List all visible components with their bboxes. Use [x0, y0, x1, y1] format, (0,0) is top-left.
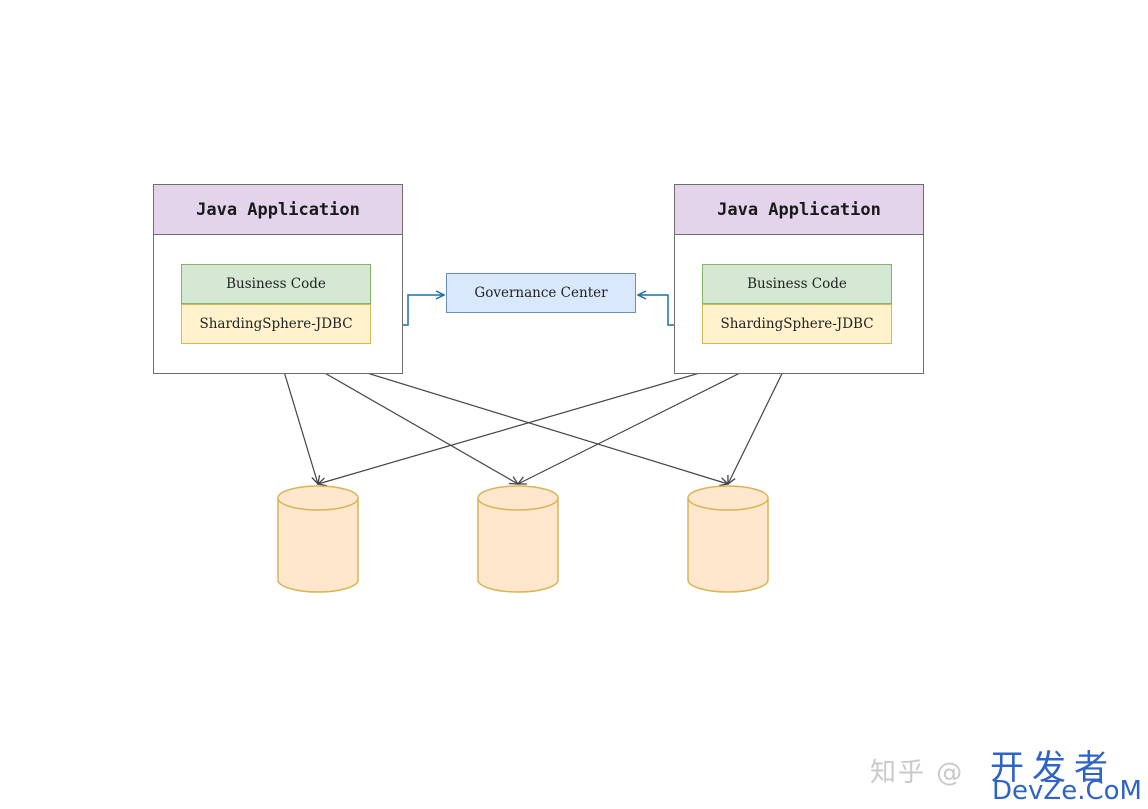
- java-application-box-1: Java Application Business Code ShardingS…: [153, 184, 403, 374]
- devze-watermark-en: DevZe.CoM: [992, 776, 1142, 806]
- java-application-title: Java Application: [675, 185, 923, 235]
- governance-center: Governance Center: [446, 273, 636, 313]
- database-icon: [687, 485, 769, 593]
- zhihu-watermark: 知乎 @: [870, 758, 965, 788]
- shardingsphere-jdbc-layer: ShardingSphere-JDBC: [181, 304, 371, 344]
- java-application-title: Java Application: [154, 185, 402, 235]
- database-icon: [277, 485, 359, 593]
- business-code-layer: Business Code: [702, 264, 892, 304]
- java-application-box-2: Java Application Business Code ShardingS…: [674, 184, 924, 374]
- devze-watermark-cn: 开发者: [990, 748, 1116, 788]
- shardingsphere-jdbc-layer: ShardingSphere-JDBC: [702, 304, 892, 344]
- business-code-layer: Business Code: [181, 264, 371, 304]
- database-icon: [477, 485, 559, 593]
